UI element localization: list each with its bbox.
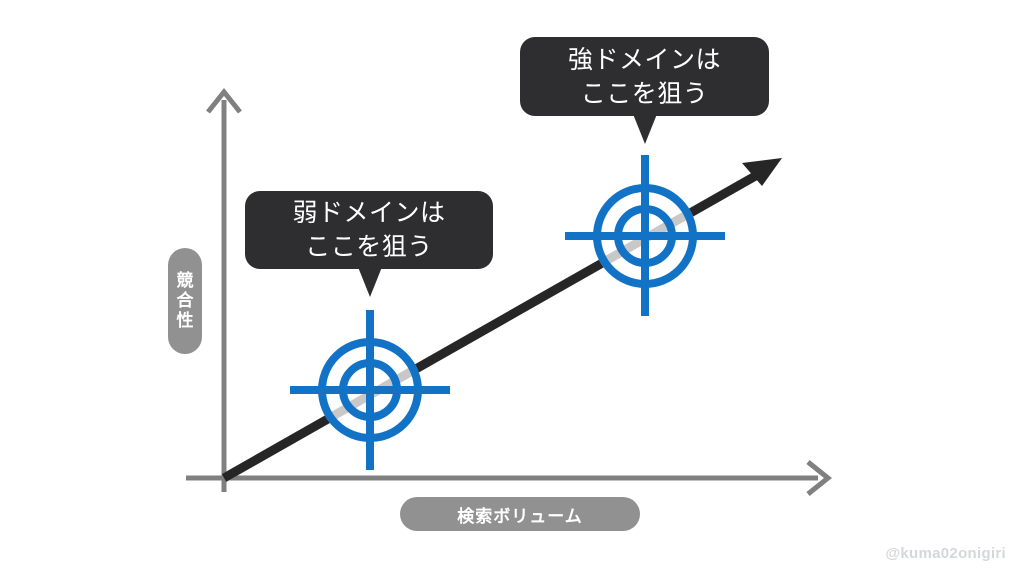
callout-weak-line2: ここを狙う xyxy=(305,233,433,261)
callout-weak-line1: 弱ドメインは xyxy=(292,199,446,227)
callout-strong-line1: 強ドメインは xyxy=(567,45,721,74)
callout-weak-domain[interactable]: 弱ドメインは ここを狙う xyxy=(245,191,493,269)
target-outer-ring xyxy=(318,338,422,442)
trendline-arrowhead xyxy=(742,158,782,186)
callout-strong-line2: ここを狙う xyxy=(580,79,709,108)
target-marker-strong-domain[interactable] xyxy=(565,155,725,316)
target-marker-weak-domain[interactable] xyxy=(290,310,450,470)
y-axis-label-pill: 競 合 性 xyxy=(168,248,202,354)
trendline-shaft xyxy=(221,166,769,482)
y-axis-arrowhead xyxy=(206,87,242,114)
callout-strong-tail xyxy=(633,114,657,144)
y-axis-label-char-1: 競 xyxy=(176,270,194,290)
target-inner-ring xyxy=(339,359,401,421)
target-inner-ring xyxy=(614,205,676,267)
watermark-handle: @kuma02onigiri xyxy=(885,545,1006,562)
target-outer-ring xyxy=(593,184,697,288)
callout-weak-tail xyxy=(358,267,382,297)
x-axis-label-pill: 検索ボリューム xyxy=(400,497,640,531)
y-axis-label-char-3: 性 xyxy=(176,311,194,331)
y-axis-label-char-2: 合 xyxy=(176,290,194,310)
x-axis-label-text: 検索ボリューム xyxy=(457,506,583,526)
callout-strong-domain[interactable]: 強ドメインは ここを狙う xyxy=(520,37,769,116)
axes-group xyxy=(186,87,833,496)
x-axis-arrowhead xyxy=(806,460,833,496)
